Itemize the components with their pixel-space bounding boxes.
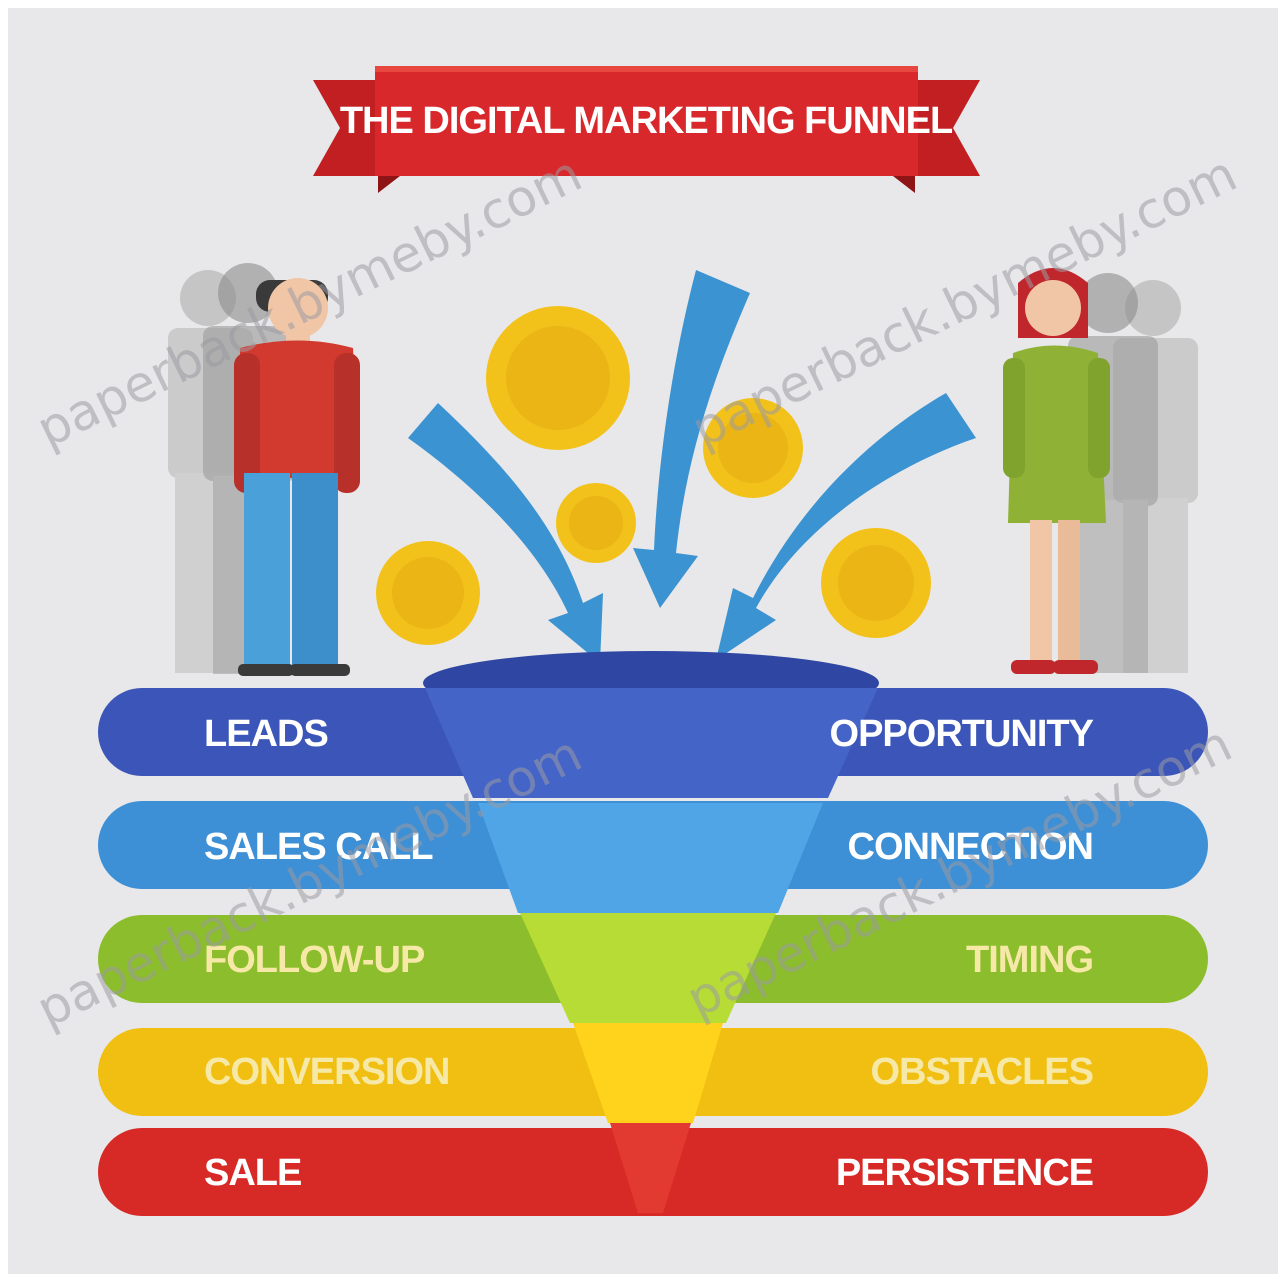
- infographic-canvas: THE DIGITAL MARKETING FUNNEL: [28, 66, 1246, 1216]
- arrows: [408, 270, 976, 663]
- arrow-right: [716, 393, 976, 660]
- woman-figure: [1003, 268, 1110, 674]
- ribbon-band: [375, 66, 918, 176]
- stage-left-label-leads: LEADS: [204, 713, 328, 755]
- title-ribbon: THE DIGITAL MARKETING FUNNEL: [313, 66, 980, 193]
- stage-right-label-timing: TIMING: [966, 939, 1093, 981]
- coin-large: [486, 306, 630, 450]
- stage-left-label-follow-up: FOLLOW-UP: [204, 939, 425, 981]
- coin-right: [821, 528, 931, 638]
- funnel-tier-lightblue: [478, 803, 823, 913]
- people-group-left: [168, 263, 360, 676]
- coin-small: [556, 483, 636, 563]
- stage-right-label-persistence: PERSISTENCE: [836, 1152, 1093, 1194]
- funnel-infographic: THE DIGITAL MARKETING FUNNEL: [8, 8, 1278, 1274]
- ribbon-right-fold: [893, 176, 915, 193]
- stage-left-label-sales-call: SALES CALL: [204, 826, 433, 868]
- ribbon-left-fold: [378, 176, 400, 193]
- stage-bars: [98, 688, 1208, 1216]
- arrow-center: [633, 270, 750, 608]
- stage-right-label-obstacles: OBSTACLES: [870, 1051, 1093, 1093]
- funnel-tier-red: [610, 1123, 691, 1213]
- ribbon-left-tail: [313, 80, 378, 176]
- coin-left: [376, 541, 480, 645]
- stage-labels: LEADS OPPORTUNITY SALES CALL CONNECTION …: [204, 713, 1095, 1194]
- ribbon-right-tail: [915, 80, 980, 176]
- stage-left-label-conversion: CONVERSION: [204, 1051, 449, 1093]
- funnel-tier-blue: [425, 688, 878, 798]
- arrow-left: [408, 403, 603, 663]
- coins: [376, 306, 931, 645]
- coin-right-top: [703, 398, 803, 498]
- funnel-tier-green: [520, 913, 776, 1023]
- funnel: [423, 651, 879, 1213]
- man-figure: [234, 278, 360, 676]
- stage-right-label-connection: CONNECTION: [848, 826, 1093, 868]
- stage-right-label-opportunity: OPPORTUNITY: [830, 713, 1094, 755]
- diagram-title: THE DIGITAL MARKETING FUNNEL: [340, 100, 953, 142]
- funnel-tier-yellow: [573, 1023, 723, 1123]
- stage-left-label-sale: SALE: [204, 1152, 301, 1194]
- people-group-right: [1003, 268, 1198, 674]
